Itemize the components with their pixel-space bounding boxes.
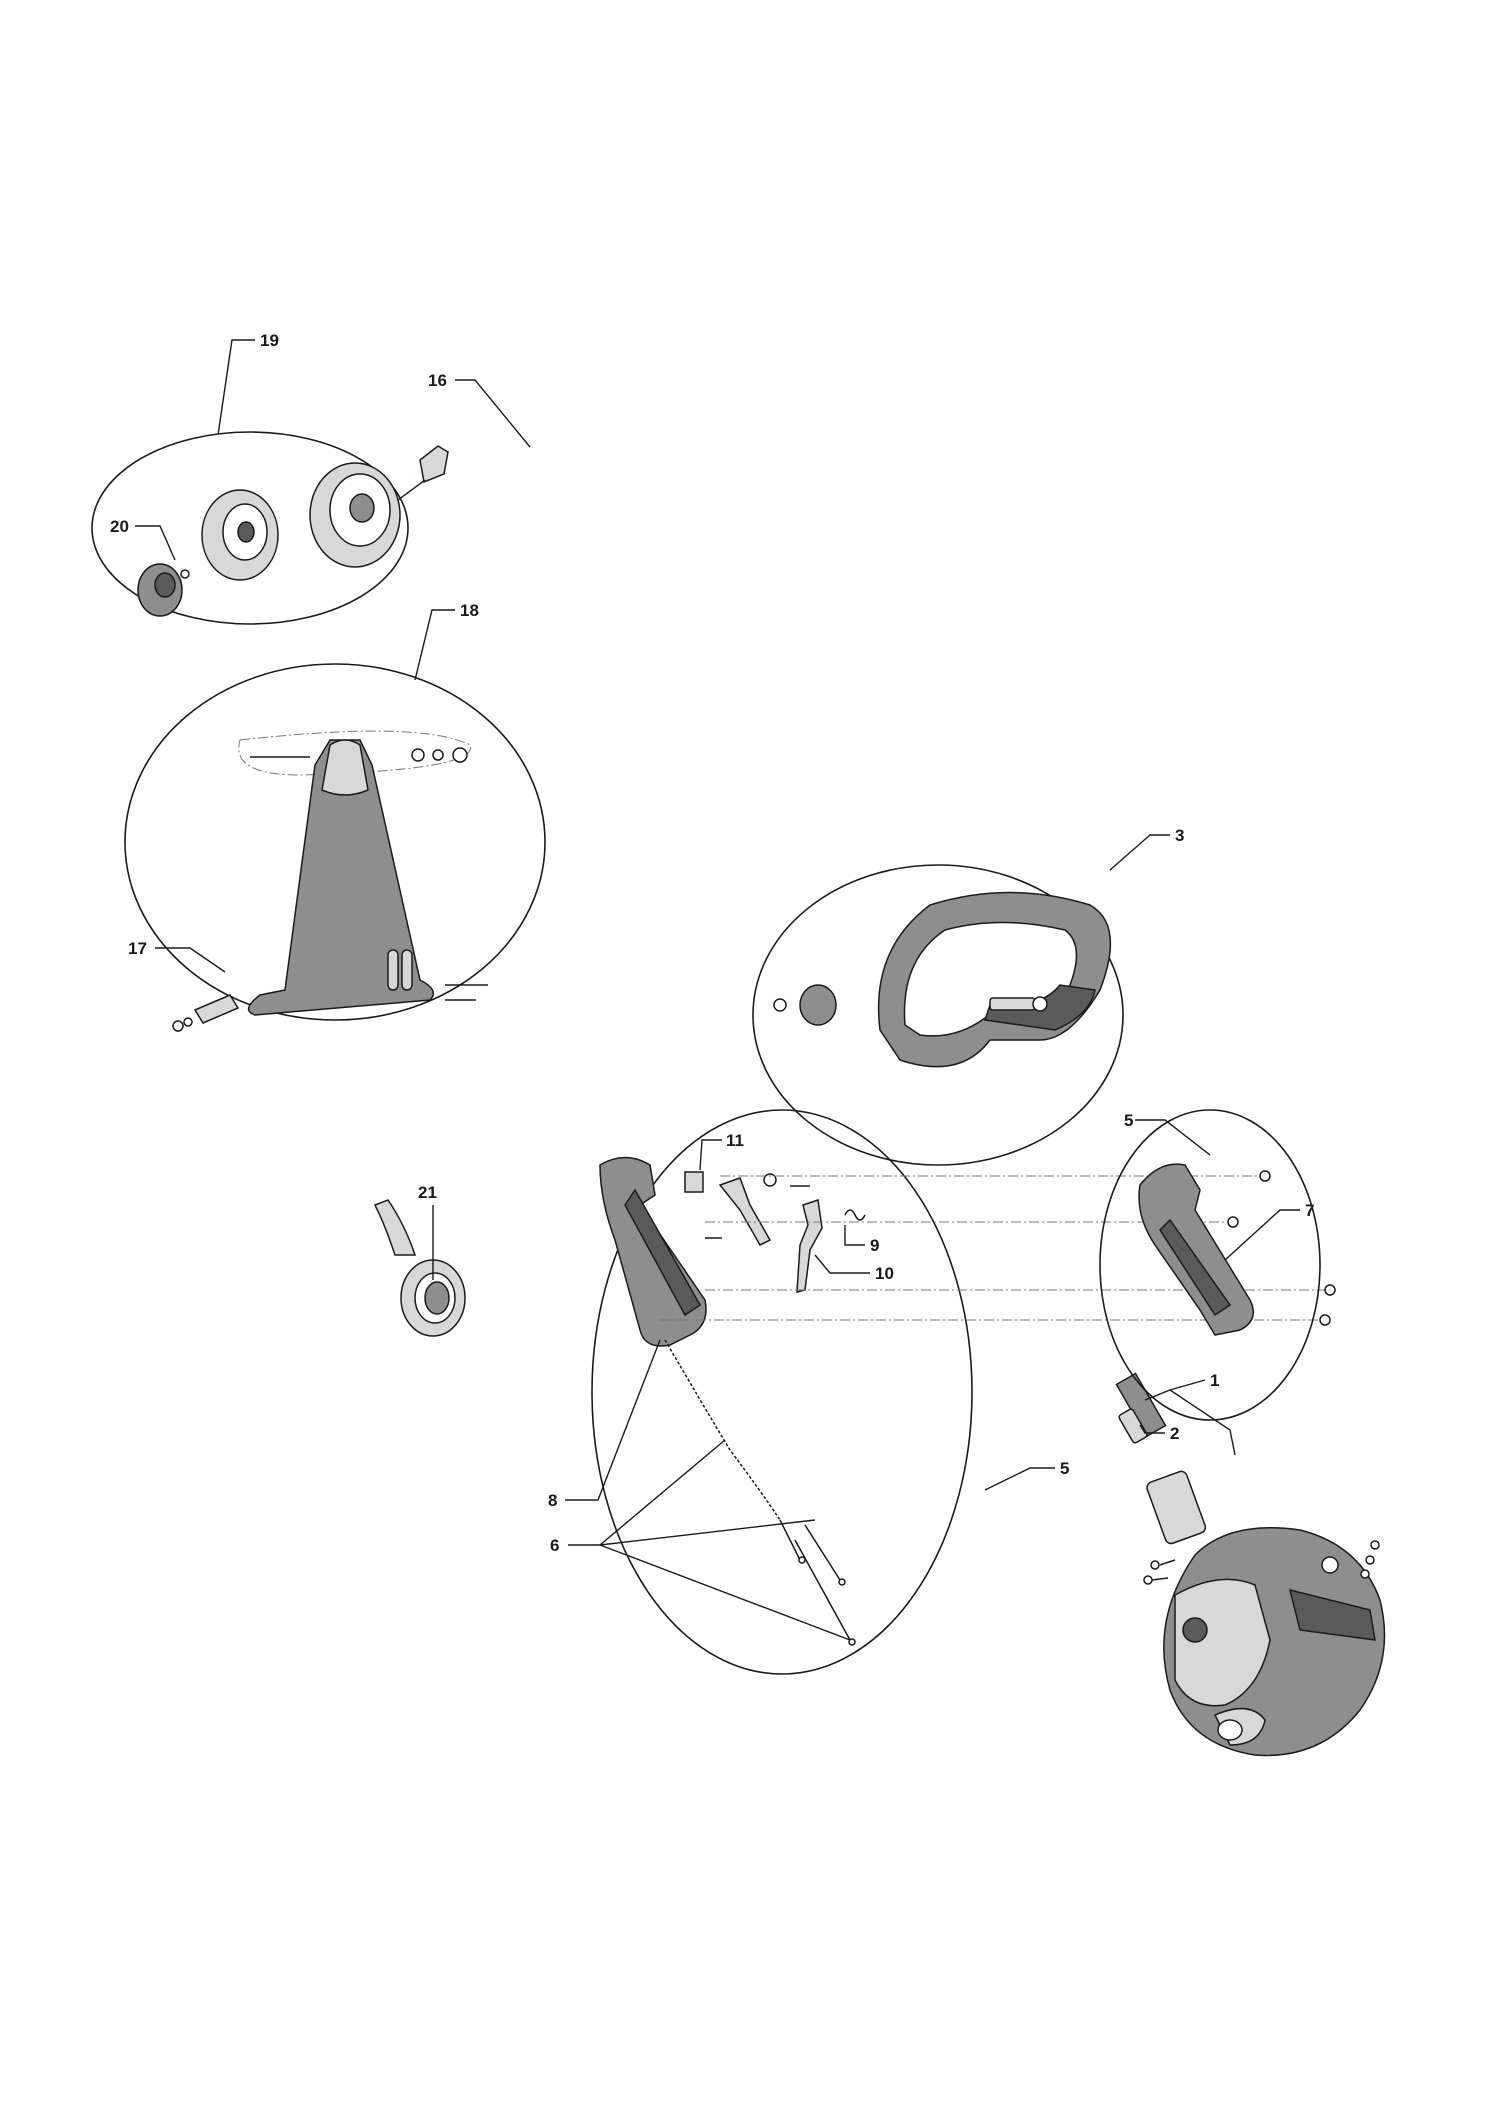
line-cutter-blade [172, 994, 240, 1032]
spool [201, 489, 279, 581]
callout-9: 9 [870, 1236, 879, 1255]
callout-3: 3 [1175, 826, 1184, 845]
handle-clamp-knob [773, 984, 837, 1026]
rear-grip [599, 1156, 707, 1347]
trigger-lock [718, 1177, 772, 1246]
callout-1: 1 [1210, 1371, 1219, 1390]
callout-19: 19 [260, 331, 279, 350]
loop-handle-callout-circle [752, 864, 1124, 1166]
callout-16: 16 [428, 371, 447, 390]
engine-unit [1143, 1470, 1386, 1757]
throttle-cable [664, 1339, 856, 1646]
spool-housing [309, 462, 426, 568]
throttle-lever [796, 1199, 823, 1293]
handle-bolt [989, 996, 1048, 1012]
loop-handle-group [752, 864, 1124, 1166]
callout-5-left: 5 [1060, 1459, 1069, 1478]
leader-lines [135, 339, 1300, 1641]
rear-handle-group [591, 1109, 1335, 1675]
callout-5-right: 5 [1124, 1111, 1133, 1130]
grass-guard-group [124, 663, 546, 1032]
callout-7: 7 [1305, 1201, 1314, 1220]
handle-housing-half [1138, 1163, 1255, 1336]
callout-20: 20 [110, 517, 129, 536]
handle-housing-callout-circle [1099, 1109, 1321, 1421]
callout-11: 11 [726, 1131, 744, 1150]
bump-knob [137, 563, 190, 617]
callout-6: 6 [550, 1536, 559, 1555]
engine-screws [1143, 1540, 1380, 1585]
spanner-tool [373, 1199, 466, 1337]
callout-2: 2 [1170, 1424, 1179, 1443]
callout-8: 8 [548, 1491, 557, 1510]
callout-18: 18 [460, 601, 479, 620]
loop-handle [877, 891, 1112, 1068]
callout-17: 17 [128, 939, 147, 958]
guard-callout-circle [124, 663, 546, 1021]
rear-handle-callout-circle [591, 1109, 973, 1675]
handle-housing-group [1099, 1109, 1336, 1421]
callout-labels: 19 16 20 18 17 3 5 7 11 21 9 10 1 2 5 8 … [110, 331, 1314, 1555]
guard-shield [247, 739, 435, 1016]
callout-21: 21 [418, 1183, 437, 1202]
drive-shaft [413, 445, 1167, 1438]
trimmer-head-group [91, 431, 426, 625]
stop-switch [684, 1171, 704, 1193]
shaft-coupling [1118, 1408, 1148, 1444]
trimmer-head-callout-circle [91, 431, 409, 625]
callout-10: 10 [875, 1264, 894, 1283]
